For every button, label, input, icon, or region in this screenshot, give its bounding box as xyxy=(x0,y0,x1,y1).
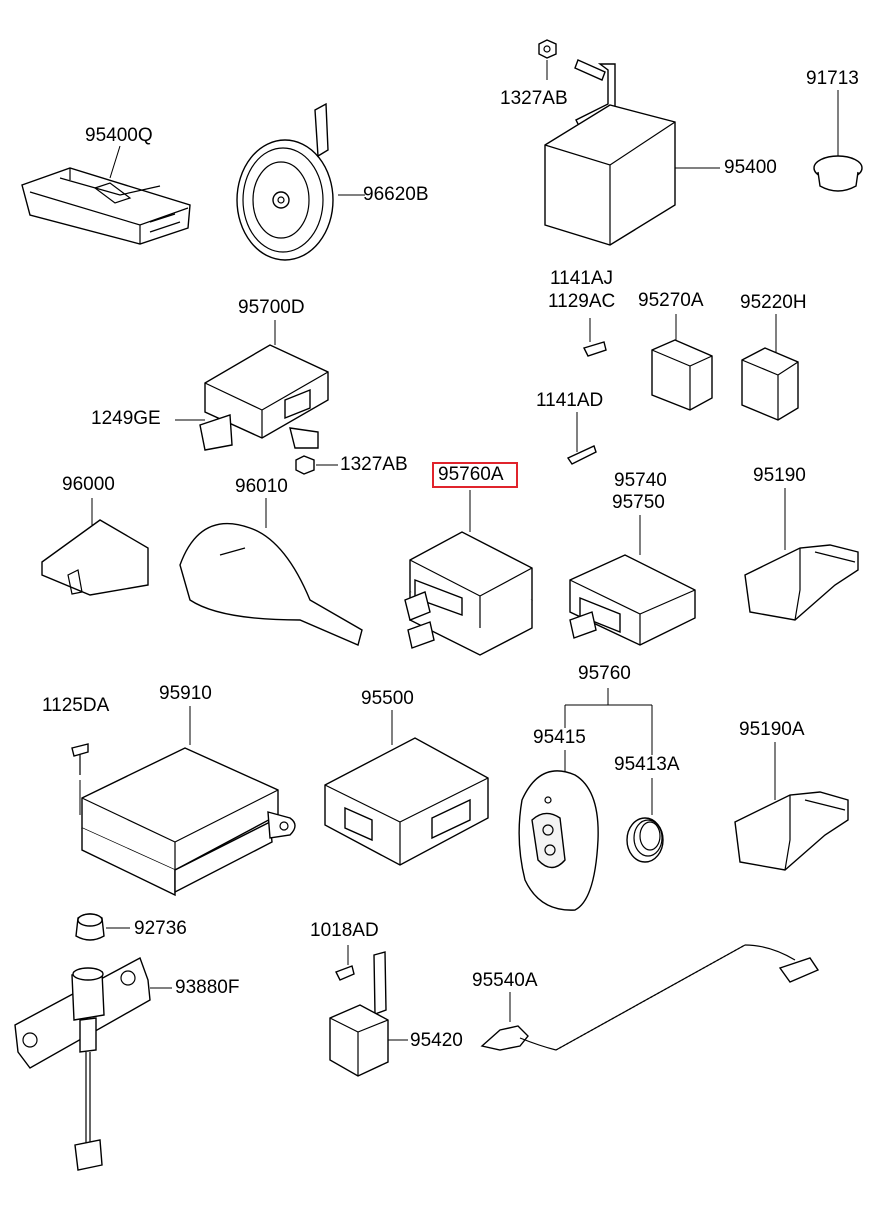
nut-1327AB-mid xyxy=(295,455,338,475)
key-96010 xyxy=(179,498,363,646)
label-95415[interactable]: 95415 xyxy=(533,727,586,748)
label-95190[interactable]: 95190 xyxy=(753,465,806,486)
label-1327AB-top[interactable]: 1327AB xyxy=(500,88,568,109)
label-1018AD[interactable]: 1018AD xyxy=(310,920,379,941)
plug-91713 xyxy=(813,90,863,192)
label-1141AJ[interactable]: 1141AJ xyxy=(550,268,614,289)
relay-95270A xyxy=(651,314,713,411)
module-95740 xyxy=(569,515,696,646)
horn-96620B xyxy=(236,102,365,261)
cable-95540A xyxy=(480,944,820,1051)
label-95740[interactable]: 95740 xyxy=(614,470,667,491)
screw-1141AJ xyxy=(583,318,607,357)
label-96000[interactable]: 96000 xyxy=(62,474,115,495)
label-95220H[interactable]: 95220H xyxy=(740,292,807,313)
label-1125DA[interactable]: 1125DA xyxy=(42,695,110,716)
module-95700D xyxy=(175,320,329,451)
label-92736[interactable]: 92736 xyxy=(134,918,187,939)
module-95400Q xyxy=(21,145,191,245)
module-96000 xyxy=(41,498,149,596)
label-1129AC[interactable]: 1129AC xyxy=(548,291,616,312)
label-95270A[interactable]: 95270A xyxy=(638,290,704,311)
label-91713[interactable]: 91713 xyxy=(806,68,859,89)
module-95500 xyxy=(324,710,489,866)
module-95420 xyxy=(329,945,408,1077)
screw-1125DA xyxy=(71,743,89,815)
label-95750[interactable]: 95750 xyxy=(612,492,665,513)
remote-95415 xyxy=(518,750,599,911)
module-95400 xyxy=(538,39,720,246)
switch-95190A xyxy=(734,742,849,871)
module-95760A xyxy=(404,490,533,656)
label-93880F[interactable]: 93880F xyxy=(175,977,240,998)
label-95400[interactable]: 95400 xyxy=(724,157,777,178)
label-95700D[interactable]: 95700D xyxy=(238,297,305,318)
screw-1141AD xyxy=(566,412,597,465)
relay-95220H xyxy=(741,314,799,421)
highlight-box-95760A xyxy=(432,462,518,488)
label-96620B[interactable]: 96620B xyxy=(363,184,429,205)
label-95413A[interactable]: 95413A xyxy=(614,754,680,775)
label-1249GE[interactable]: 1249GE xyxy=(91,408,161,429)
label-95500[interactable]: 95500 xyxy=(361,688,414,709)
bracket-95760 xyxy=(564,688,653,755)
grommet-92736 xyxy=(75,913,130,941)
label-1141AD[interactable]: 1141AD xyxy=(536,390,604,411)
label-95540A[interactable]: 95540A xyxy=(472,970,538,991)
battery-95413A xyxy=(626,778,664,863)
switch-95190 xyxy=(744,488,859,621)
label-95910[interactable]: 95910 xyxy=(159,683,212,704)
label-96010[interactable]: 96010 xyxy=(235,476,288,497)
label-95420[interactable]: 95420 xyxy=(410,1030,463,1051)
label-95190A[interactable]: 95190A xyxy=(739,719,805,740)
label-95760A[interactable]: 95760A xyxy=(438,464,504,485)
label-95400Q[interactable]: 95400Q xyxy=(85,125,153,146)
module-95910 xyxy=(81,706,296,897)
label-1327AB-mid[interactable]: 1327AB xyxy=(340,454,408,475)
label-95760[interactable]: 95760 xyxy=(578,663,631,684)
sensor-93880F xyxy=(14,957,172,1171)
